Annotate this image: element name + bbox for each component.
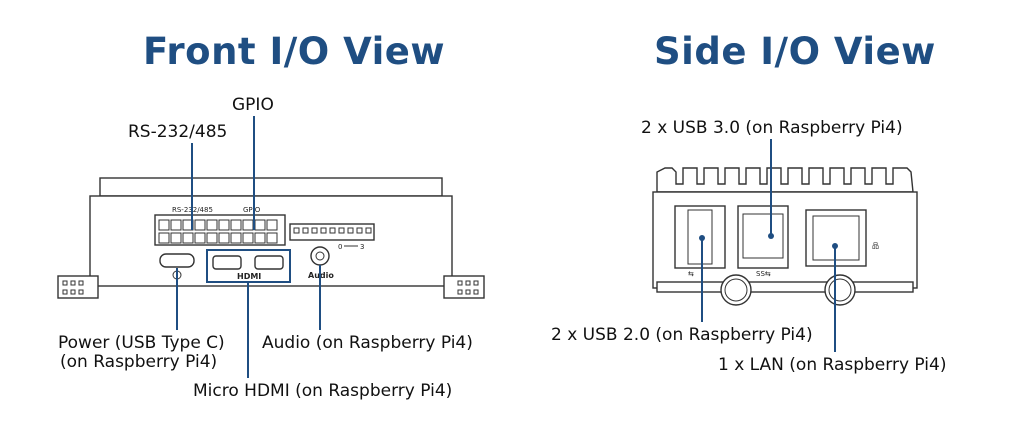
power-sublabel: (on Raspberry Pi4) <box>60 352 218 372</box>
panel-gpio-text: GPIO <box>243 206 261 214</box>
usb2-label: 2 x USB 2.0 (on Raspberry Pi4) <box>551 325 813 345</box>
terminal-pins <box>158 219 278 244</box>
side-device-drawing: ⇆ SS⇆ 品 <box>652 167 918 306</box>
hdmi-port-1 <box>212 255 242 270</box>
side-io-title: Side I/O View <box>654 30 936 73</box>
panel-led-3: 3 <box>360 243 364 251</box>
led-dots <box>293 227 372 234</box>
usb3-symbol-icon: SS⇆ <box>756 270 771 278</box>
gpio-label: GPIO <box>232 95 274 115</box>
rs232-label: RS-232/485 <box>128 122 228 142</box>
power-label: Power (USB Type C) <box>58 333 225 353</box>
heatsink <box>656 167 914 193</box>
hdmi-label: Micro HDMI (on Raspberry Pi4) <box>193 381 453 401</box>
lan-label: 1 x LAN (on Raspberry Pi4) <box>718 355 947 375</box>
usb3-label: 2 x USB 3.0 (on Raspberry Pi4) <box>641 118 903 138</box>
usb3-ports <box>737 205 789 269</box>
front-mount-right <box>443 275 485 299</box>
lan-symbol-icon: 品 <box>872 242 879 250</box>
usb-c-port <box>159 253 195 268</box>
front-mount-left <box>57 275 99 299</box>
audio-label: Audio (on Raspberry Pi4) <box>262 333 473 353</box>
front-top-lip <box>99 177 443 197</box>
audio-jack <box>310 246 330 266</box>
hdmi-port-2 <box>254 255 284 270</box>
panel-hdmi-text: HDMI <box>237 272 261 281</box>
front-io-title: Front I/O View <box>143 30 446 73</box>
usb2-symbol-icon: ⇆ <box>688 270 694 278</box>
panel-audio-text: Audio <box>308 271 334 280</box>
panel-led-0: 0 <box>338 243 342 251</box>
